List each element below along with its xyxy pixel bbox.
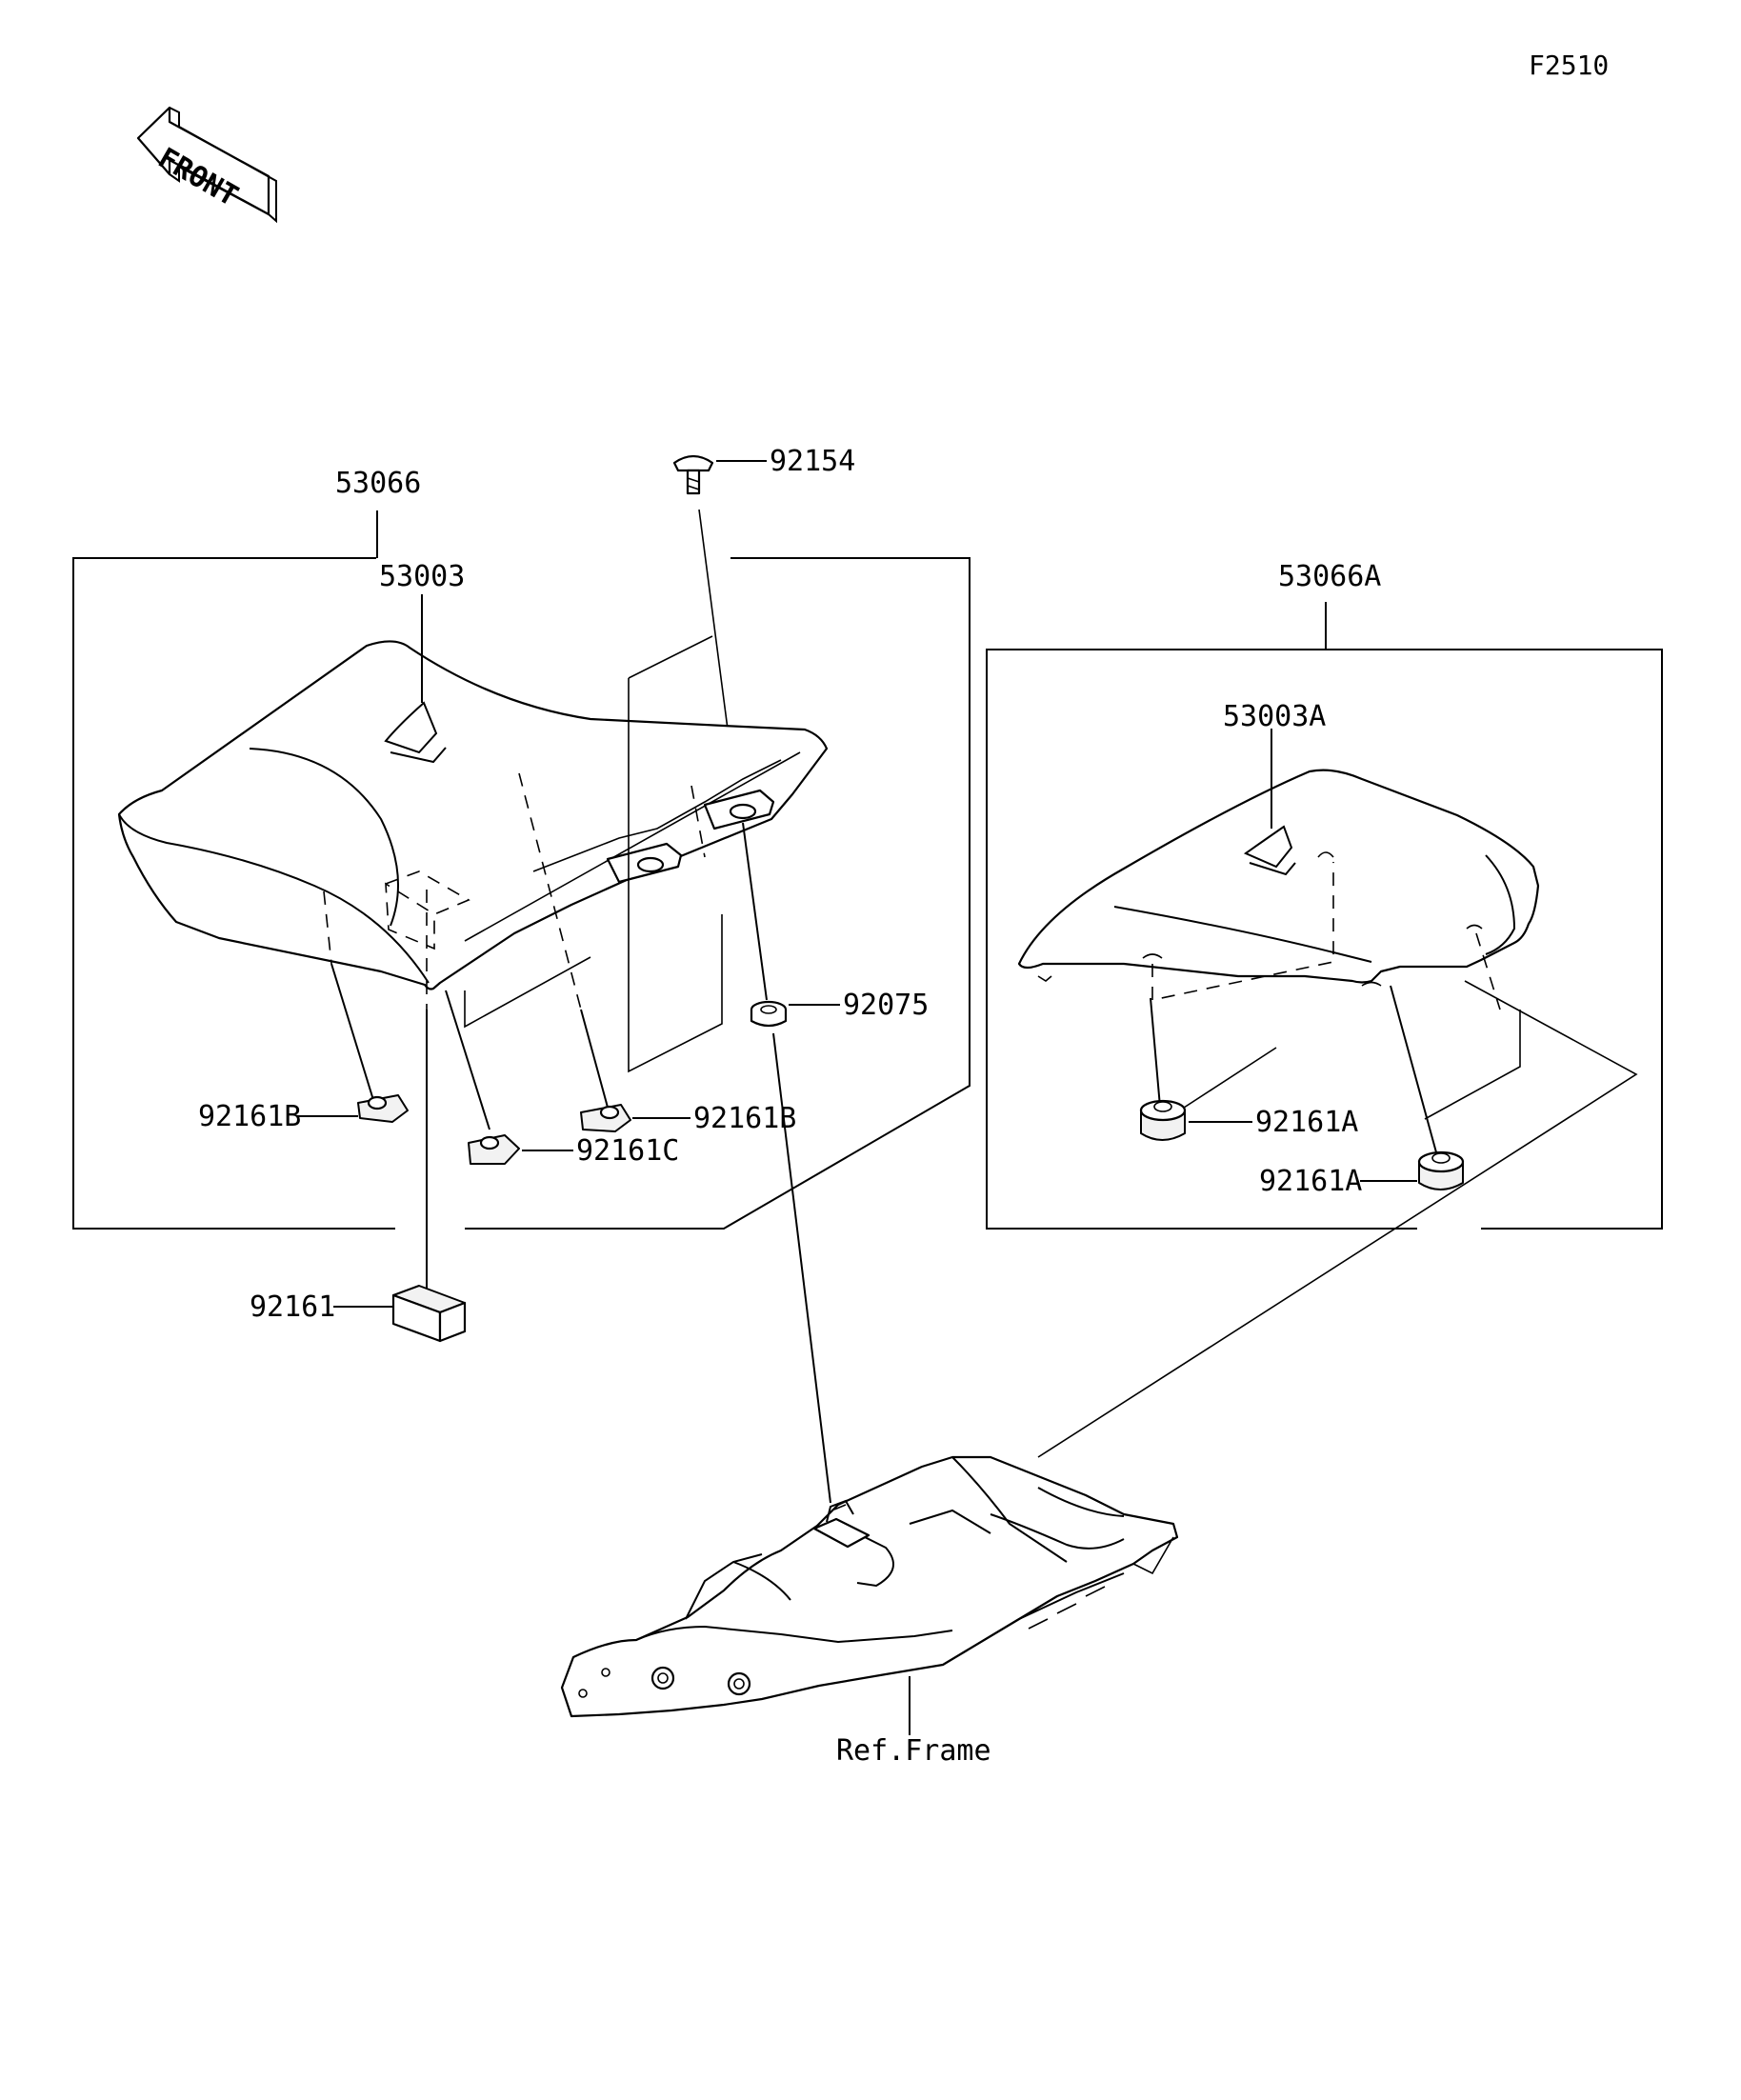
grommet-icon [750, 1000, 788, 1028]
label-damper-b-right: 92161B [693, 1102, 796, 1135]
frame-icon [560, 1455, 1179, 1718]
front-direction-arrow-icon: FRONT [136, 106, 277, 224]
figure-code: F2510 [1529, 50, 1609, 81]
bolt-icon [672, 454, 714, 495]
damper-block-icon [391, 1285, 467, 1343]
damper-a-2-icon [1417, 1150, 1465, 1190]
pillion-seat-icon [1017, 769, 1540, 987]
label-ref-frame: Ref.Frame [836, 1734, 991, 1768]
label-pillion-cover: 53003A [1223, 700, 1326, 733]
damper-c-icon [468, 1134, 520, 1165]
label-pillion-assy: 53066A [1278, 560, 1381, 593]
damper-b-right-icon [580, 1104, 631, 1132]
pillion-assembly-box [986, 602, 1663, 1230]
label-damper-a-2: 92161A [1259, 1165, 1362, 1198]
label-bolt: 92154 [770, 445, 855, 478]
main-seat-icon [117, 640, 829, 990]
label-damper-block: 92161 [250, 1290, 335, 1324]
label-damper-a-1: 92161A [1255, 1106, 1358, 1139]
damper-b-left-icon [357, 1094, 409, 1123]
seat-assembly-box [72, 510, 971, 1230]
damper-a-1-icon [1139, 1099, 1187, 1141]
label-damper-c: 92161C [576, 1134, 679, 1168]
label-damper-b-left: 92161B [198, 1100, 301, 1133]
label-grommet: 92075 [843, 989, 929, 1022]
label-seat-cover: 53003 [379, 560, 465, 593]
label-seat-assy: 53066 [335, 467, 421, 500]
